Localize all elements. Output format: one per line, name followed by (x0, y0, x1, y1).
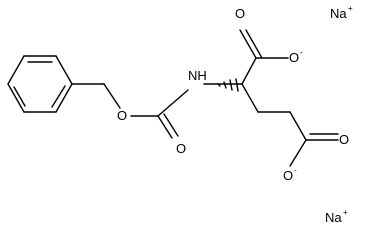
carbonyl-double-bond (163, 113, 179, 137)
carboxyl-double-bond (245, 29, 263, 59)
structure-canvas: NH O O O O - O O - Na + Na + (7, 4, 353, 225)
alpha-carboxyl-bond (241, 57, 257, 85)
ring-bond (7, 55, 25, 85)
side-carboxylate-charge: - (294, 166, 297, 175)
sodium-ion-bottom: Na (325, 210, 342, 225)
chemical-structure-diagram: NH O O O O - O O - Na + Na + (7, 4, 353, 225)
alpha-carbonyl-oxygen-label: O (235, 6, 245, 21)
carboxyl-c-o-bond (239, 29, 257, 59)
side-carbonyl-oxygen-label: O (339, 132, 349, 147)
ch2-o-bond (103, 83, 121, 109)
side-chain-bond (241, 83, 259, 113)
carbamate-oxygen-label: O (176, 141, 186, 156)
sodium-ion-bottom-charge: + (343, 208, 348, 217)
alpha-carboxylate-oxygen-label: O (289, 50, 299, 65)
sodium-ion-top-charge: + (348, 4, 353, 13)
ring-bond (55, 83, 73, 113)
sodium-ion-top: Na (330, 6, 347, 21)
nh-label: NH (188, 68, 207, 83)
ring-bond (55, 55, 73, 85)
carbonyl-c-o-bond (157, 115, 173, 139)
benzene-ring (7, 55, 73, 113)
side-carboxyl-ominus-bond (289, 139, 307, 167)
ring-bond (7, 83, 25, 113)
ring-double-bond (51, 85, 66, 108)
side-carboxylate-oxygen-label: O (283, 168, 293, 183)
stereo-hash-bond (217, 78, 239, 92)
alpha-carboxylate-charge: - (300, 48, 303, 57)
ester-oxygen-label: O (117, 108, 127, 123)
c-nh-bond (157, 89, 189, 117)
side-chain-bond (289, 111, 307, 141)
ring-double-bond (13, 86, 26, 107)
